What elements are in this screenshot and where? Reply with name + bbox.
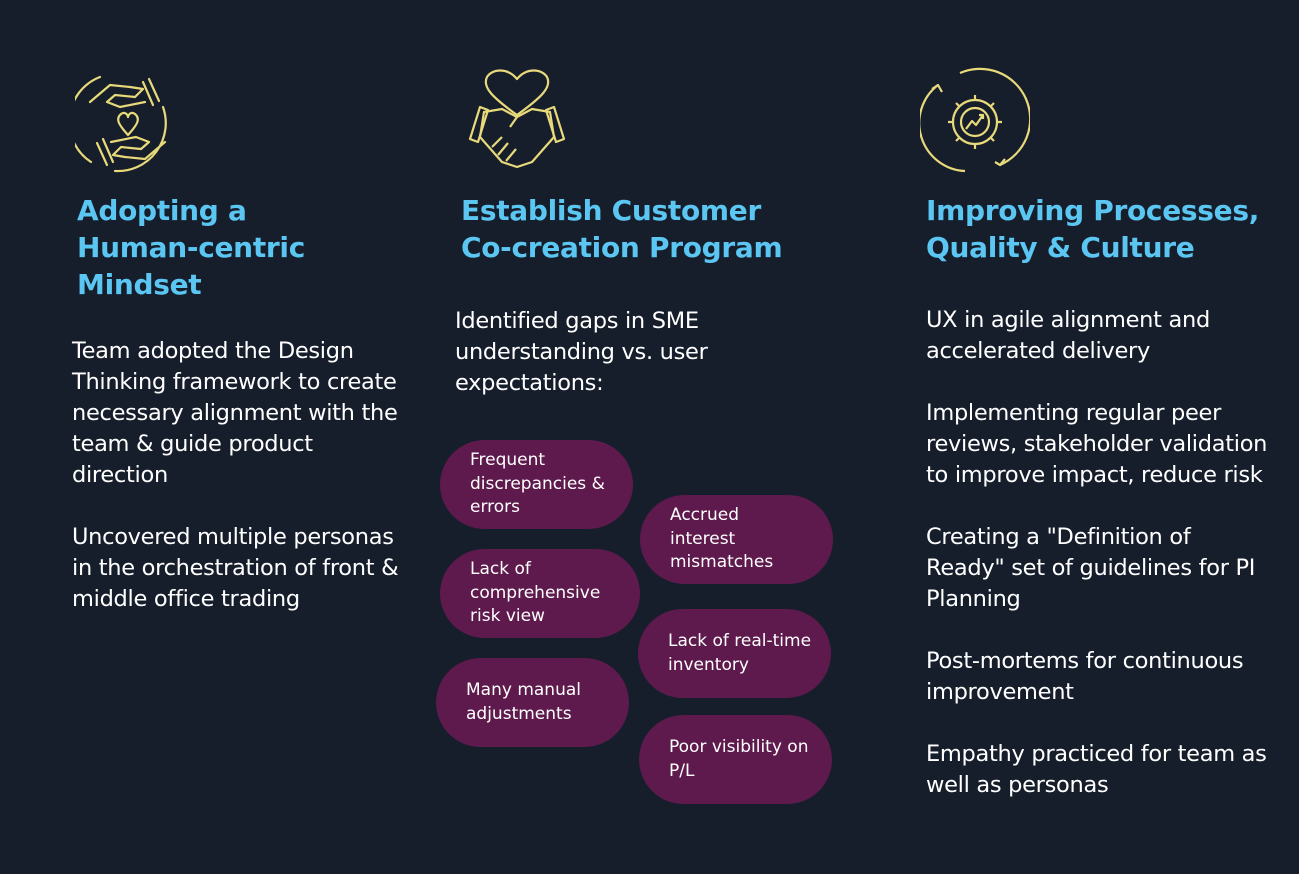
gap-pill: Many manual adjustments: [436, 658, 629, 747]
paragraph: Team adopted the Design Thinking framewo…: [72, 338, 398, 488]
column-body-processes: UX in agile alignment and accelerated de…: [926, 305, 1271, 832]
gap-pill: Lack of comprehensive risk view: [440, 549, 640, 638]
paragraph: Creating a "Definition of Ready" set of …: [926, 524, 1256, 612]
paragraph: Implementing regular peer reviews, stake…: [926, 400, 1268, 488]
gap-pill: Poor visibility on P/L: [639, 715, 832, 804]
gap-pill: Accrued interest mismatches: [640, 495, 833, 584]
column-body-human-centric: Team adopted the Design Thinking framewo…: [72, 336, 412, 646]
caring-hands-heart-icon: [68, 67, 185, 177]
gear-cycle-growth-icon: [918, 67, 1032, 177]
gap-pill: Lack of real-time inventory: [638, 609, 831, 698]
paragraph: Uncovered multiple personas in the orche…: [72, 524, 399, 612]
handshake-heart-icon: [462, 67, 572, 177]
gap-pill: Frequent discrepancies & errors: [440, 440, 633, 529]
paragraph: UX in agile alignment and accelerated de…: [926, 307, 1210, 364]
paragraph: Identified gaps in SME understanding vs.…: [455, 308, 708, 396]
paragraph: Empathy practiced for team as well as pe…: [926, 741, 1267, 798]
column-title-processes: Improving Processes,Quality & Culture: [926, 194, 1260, 264]
paragraph: Post-mortems for continuous improvement: [926, 648, 1244, 705]
column-body-co-creation: Identified gaps in SME understanding vs.…: [455, 306, 745, 430]
